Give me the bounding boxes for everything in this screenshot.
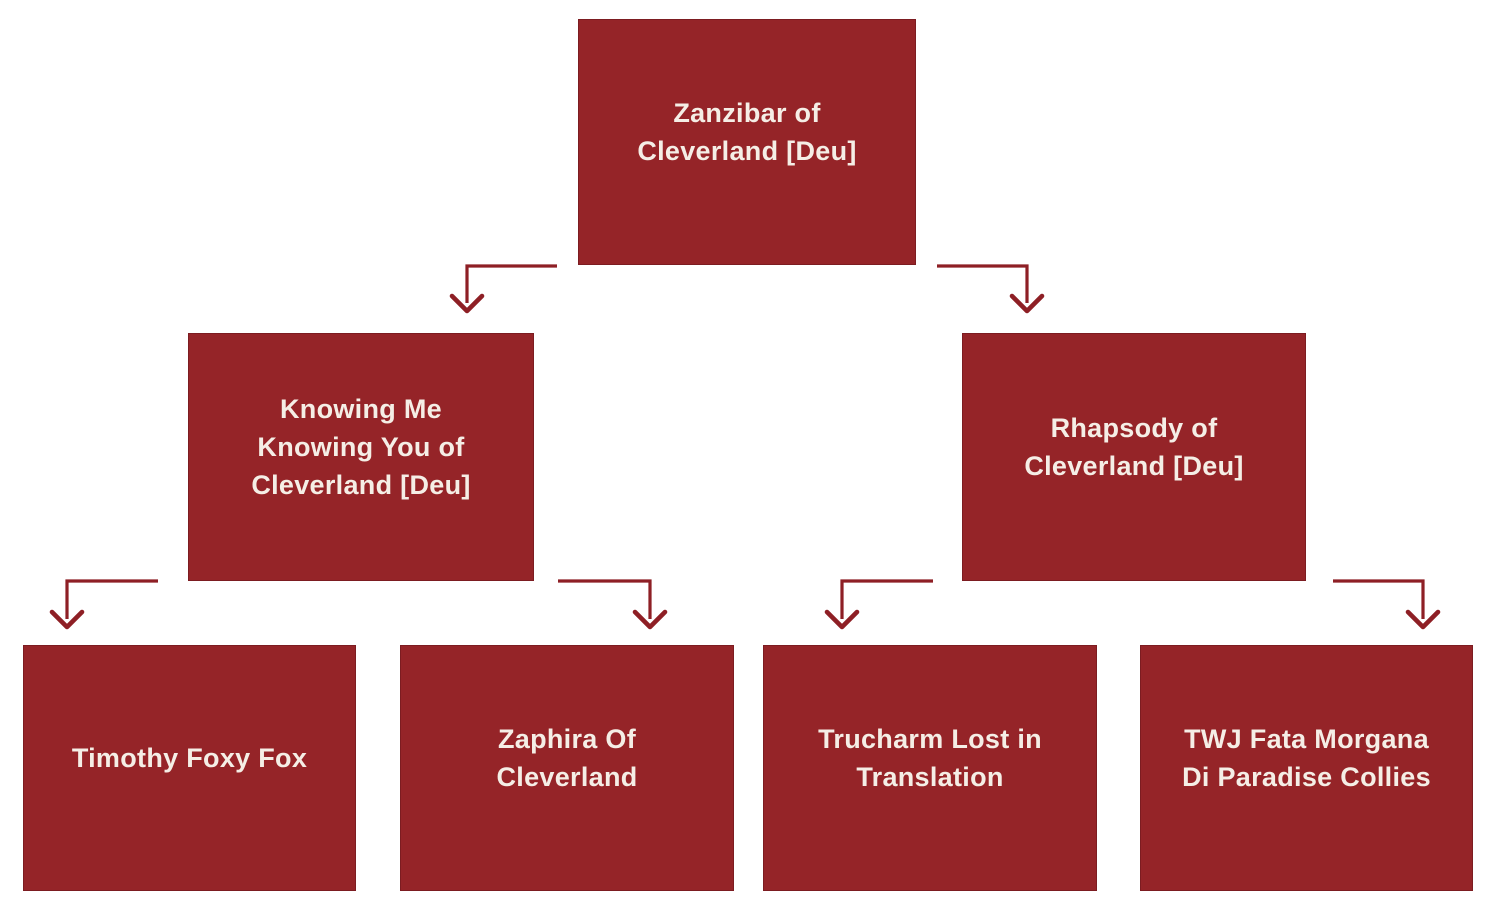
node-zanzibar[interactable]: Zanzibar of Cleverland [Deu] [578, 19, 916, 265]
connector-knowing-me-to-timothy [49, 579, 158, 630]
node-label: TWJ Fata Morgana Di Paradise Collies [1182, 724, 1431, 792]
connector-knowing-me-to-zaphira [558, 579, 668, 630]
connector-zanzibar-to-rhapsody [937, 264, 1045, 314]
node-twj-fata-morgana[interactable]: TWJ Fata Morgana Di Paradise Collies [1140, 645, 1473, 891]
node-trucharm[interactable]: Trucharm Lost in Translation [763, 645, 1097, 891]
node-knowing-me-knowing-you[interactable]: Knowing Me Knowing You of Cleverland [De… [188, 333, 534, 581]
node-label: Zaphira Of Cleverland [496, 724, 638, 792]
node-label: Zanzibar of Cleverland [Deu] [637, 98, 857, 166]
connector-zanzibar-to-knowing-me [449, 264, 557, 314]
node-label: Knowing Me Knowing You of Cleverland [De… [251, 394, 471, 500]
node-label: Trucharm Lost in Translation [818, 724, 1042, 792]
node-zaphira[interactable]: Zaphira Of Cleverland [400, 645, 734, 891]
node-label: Timothy Foxy Fox [71, 743, 308, 773]
node-label: Rhapsody of Cleverland [Deu] [1024, 413, 1244, 481]
connector-rhapsody-to-twj [1333, 579, 1441, 630]
connector-rhapsody-to-trucharm [824, 579, 933, 630]
node-rhapsody[interactable]: Rhapsody of Cleverland [Deu] [962, 333, 1306, 581]
node-timothy-foxy-fox[interactable]: Timothy Foxy Fox [23, 645, 356, 891]
